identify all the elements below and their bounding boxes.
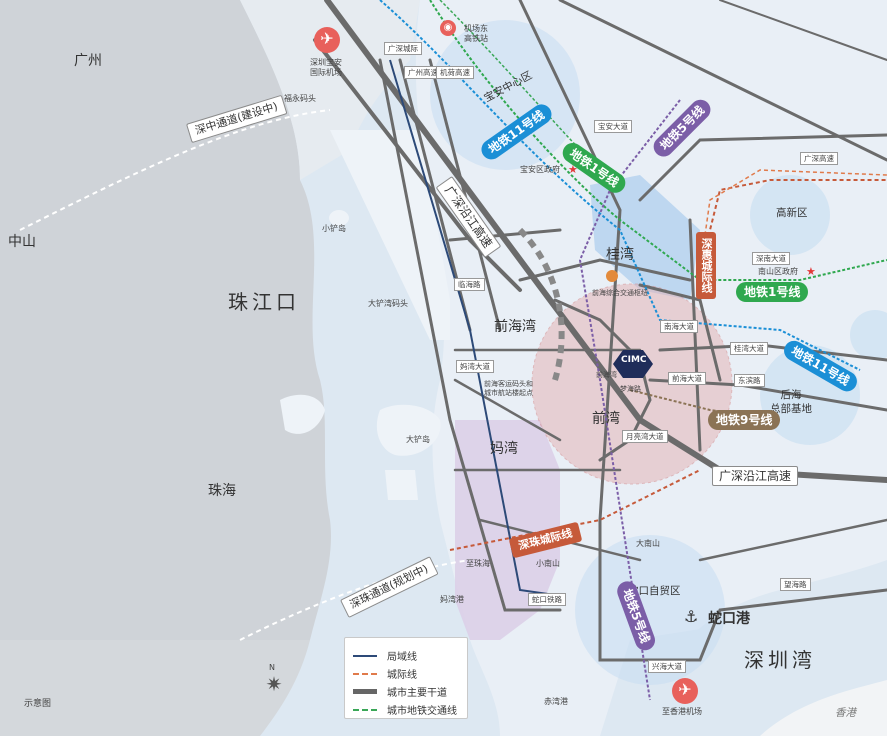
legend-swatch	[353, 689, 377, 694]
place-fuyong-pier: 福永码头	[284, 94, 316, 103]
station-menghailu: 梦海路	[620, 385, 641, 393]
legend-label: 城市地铁交通线	[387, 706, 457, 717]
legend: 局域线 城际线 城市主要干道 城市地铁交通线	[344, 637, 468, 719]
place-danan-shan: 大南山	[636, 539, 660, 548]
district-shekou-ftz: 蛇口自贸区	[628, 585, 681, 597]
district-qianwan: 前湾	[592, 411, 620, 427]
metro-szhz: 深惠城际线	[696, 232, 716, 299]
region-hongkong: 香港	[835, 707, 856, 719]
place-dachan-island: 大铲岛	[406, 435, 430, 444]
region-pearl-estuary: 珠江口	[228, 290, 300, 314]
gov-star-icon: ★	[568, 164, 578, 176]
place-airport-east-station: 机场东 高铁站	[464, 24, 488, 43]
place-dachanwan-pier: 大铲湾码头	[368, 299, 408, 308]
road-jihe: 机荷高速	[436, 66, 474, 79]
road-guangshen-hwy: 广深高速	[800, 152, 838, 165]
place-nanshan-gov: 南山区政府	[758, 267, 798, 276]
region-zhongshan: 中山	[8, 234, 36, 250]
place-hk-airport: 至香港机场	[662, 707, 702, 716]
road-shennan: 深南大道	[752, 252, 790, 265]
airplane-icon: ✈	[672, 678, 698, 704]
region-shenzhen-bay: 深圳湾	[744, 648, 816, 672]
district-gaoxin: 高新区	[776, 207, 808, 219]
place-shenzhen-airport: 深圳宝安 国际机场	[310, 58, 342, 77]
place-chiwan-port: 赤湾港	[544, 697, 568, 706]
legend-item: 城际线	[353, 666, 417, 681]
metro-line9: 地铁9号线	[708, 410, 781, 430]
legend-item: 城市地铁交通线	[353, 702, 457, 717]
place-shekou-port: 蛇口港	[708, 611, 750, 627]
compass-icon: ✷	[265, 674, 283, 696]
place-xiaonanshan: 小南山	[536, 559, 560, 568]
legend-item: 局域线	[353, 648, 417, 663]
district-qianhaiwan: 前海湾	[494, 319, 536, 335]
legend-label: 城市主要干道	[387, 688, 447, 699]
place-mawan-port: 妈湾港	[440, 595, 464, 604]
legend-item: 城市主要干道	[353, 684, 447, 699]
metro-line1-b: 地铁1号线	[736, 282, 809, 302]
road-xinghai: 兴海大道	[648, 660, 686, 673]
road-dongbin: 东滨路	[734, 374, 765, 387]
region-zhuhai: 珠海	[208, 483, 236, 499]
airplane-icon: ✈	[314, 27, 340, 53]
legend-label: 城际线	[387, 670, 417, 681]
road-gz-shenzhen-line: 广深城际	[384, 42, 422, 55]
place-qh-hub: 前海综合交通枢纽	[592, 289, 648, 297]
gov-star-icon: ★	[806, 266, 816, 278]
legend-swatch	[353, 708, 377, 711]
road-mawan-ave: 妈湾大道	[456, 360, 494, 373]
road-qianhai-ave: 前海大道	[668, 372, 706, 385]
place-to-zhuhai: 至珠海	[466, 559, 490, 568]
district-guiwan: 桂湾	[606, 247, 634, 263]
district-mawan: 妈湾	[490, 441, 518, 457]
footer-note: 示意图	[24, 699, 52, 709]
road-tag-coastal-2: 广深沿江高速	[712, 466, 799, 486]
region-guangzhou: 广州	[74, 53, 102, 69]
place-ferry-hub: 前海客运码头和 城市航站楼起点	[484, 380, 533, 397]
legend-swatch	[353, 672, 377, 675]
cimc-text: CIMC	[621, 355, 647, 365]
rail-station-icon: ◉	[440, 20, 456, 36]
district-houhai: 后海 总部基地	[770, 389, 812, 415]
hub-icon	[606, 270, 618, 282]
legend-label: 局域线	[387, 652, 417, 663]
road-baoan-ave: 宝安大道	[594, 120, 632, 133]
road-wanghai: 望海路	[780, 578, 811, 591]
station-qianhaiwan: 前海湾	[596, 371, 617, 379]
road-guibin: 桂湾大道	[730, 342, 768, 355]
anchor-icon: ⚓	[684, 609, 699, 626]
road-shekou-rail: 蛇口铁路	[528, 593, 566, 606]
west-land	[0, 0, 331, 640]
road-yueliang: 月亮湾大道	[622, 430, 668, 443]
road-nanhai: 南海大道	[660, 320, 698, 333]
compass-north: N	[269, 663, 275, 672]
cimc-logo	[613, 350, 653, 378]
legend-swatch	[353, 654, 377, 657]
place-xiaochan-island: 小铲岛	[322, 224, 346, 233]
road-linhai: 临海路	[454, 278, 485, 291]
place-baoan-gov: 宝安区政府	[520, 165, 560, 174]
